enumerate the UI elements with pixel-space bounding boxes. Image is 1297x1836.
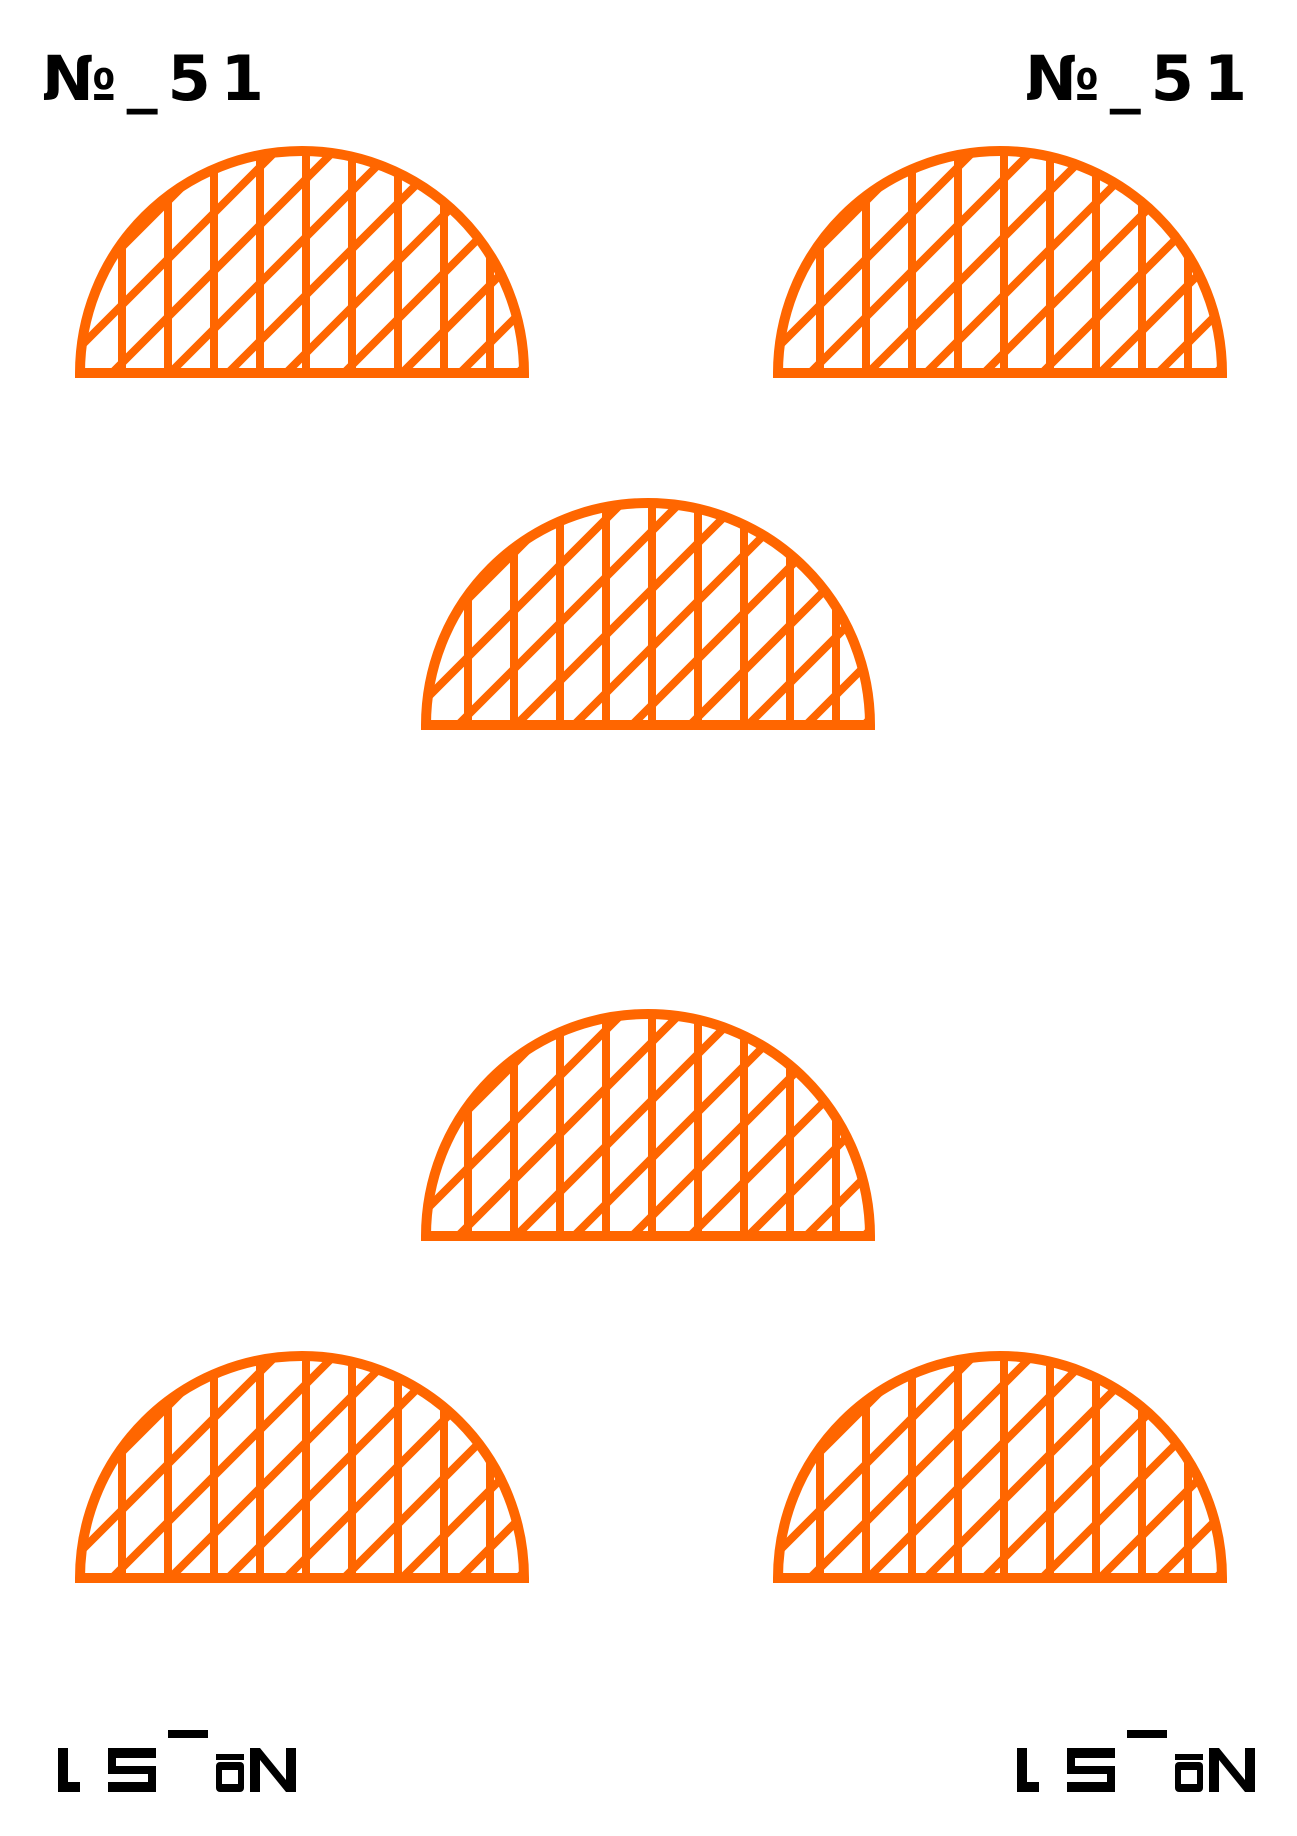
top-right-number-label: №_51 bbox=[1025, 42, 1257, 115]
top-left-number-label: №_51 bbox=[42, 42, 274, 115]
hatched-dome-top-left bbox=[74, 146, 530, 378]
hatched-dome-upper-center bbox=[420, 498, 876, 730]
hatched-dome-bottom-right bbox=[772, 1351, 1228, 1583]
hatched-dome-bottom-left bbox=[74, 1351, 530, 1583]
bottom-right-logo bbox=[1017, 1728, 1257, 1798]
hatched-dome-lower-center bbox=[420, 1009, 876, 1241]
hatched-dome-top-right bbox=[772, 146, 1228, 378]
bottom-left-logo bbox=[58, 1728, 298, 1798]
